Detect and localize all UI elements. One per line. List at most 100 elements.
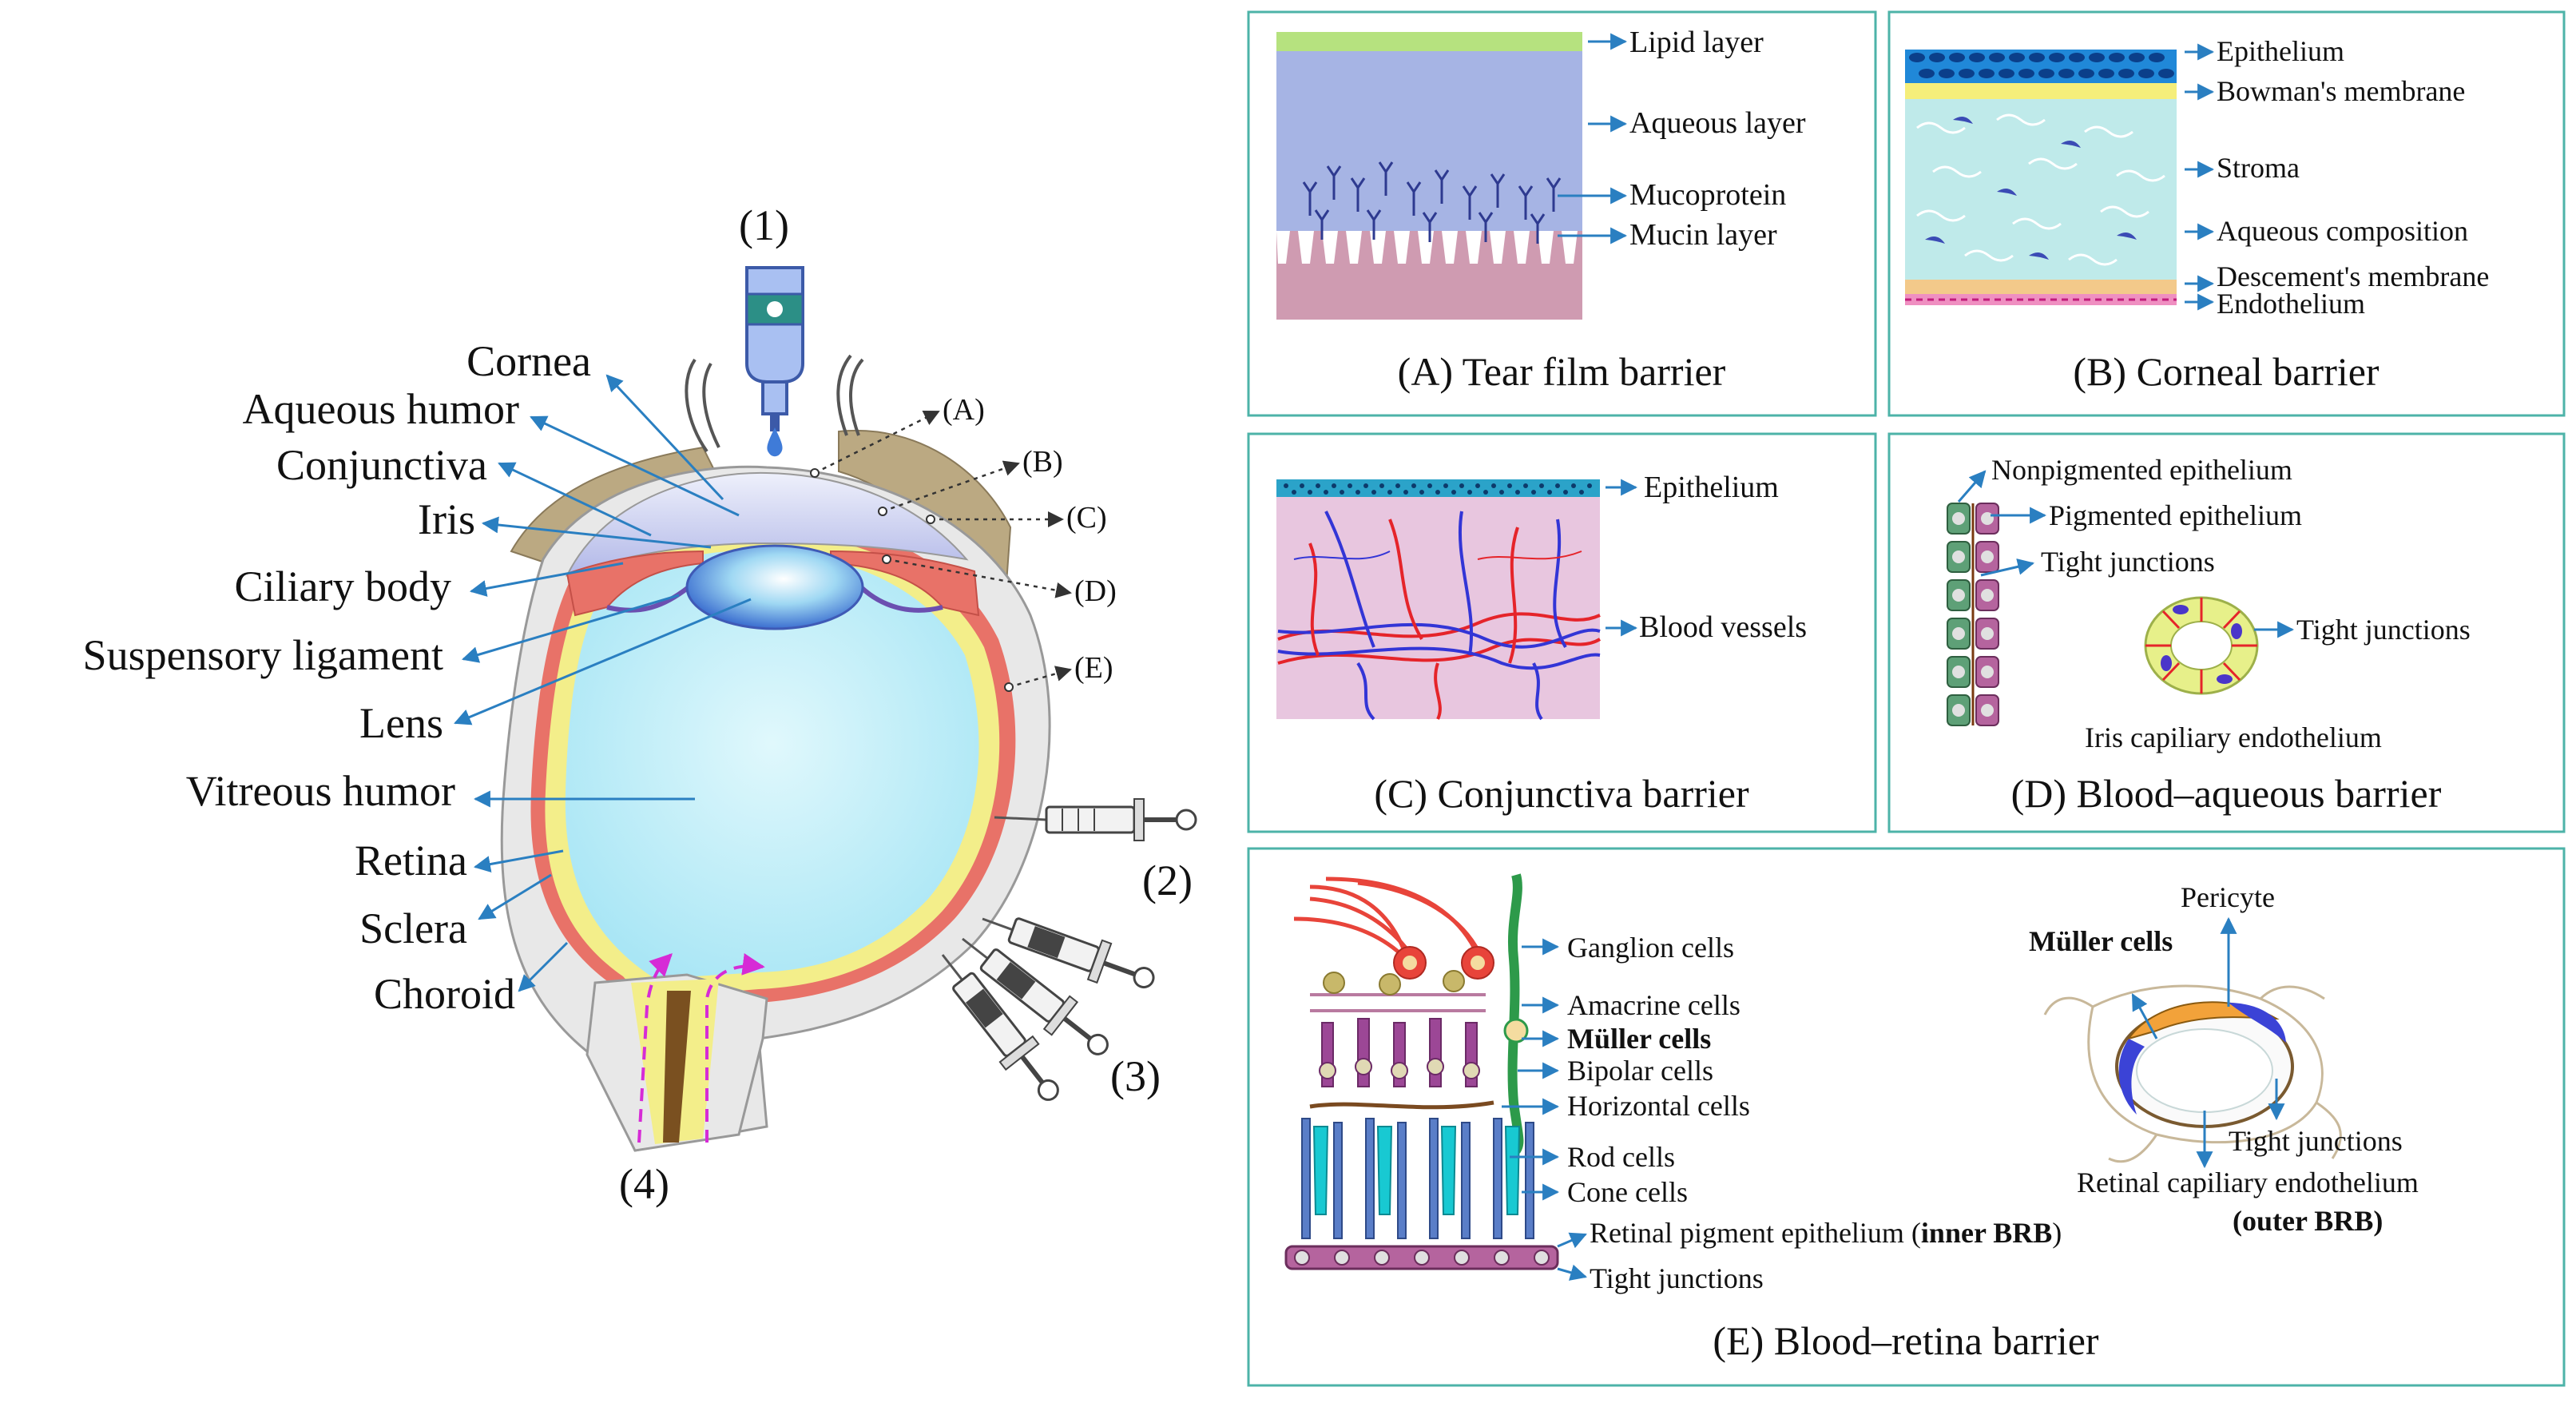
epithelium-c-dots: [1284, 483, 1592, 495]
label-tight-junctions-e1: Tight junctions: [1590, 1262, 1764, 1294]
callout-lines: [814, 410, 1072, 689]
label-rpe-text: Retinal pigment epithelium (: [1590, 1217, 1921, 1249]
descemets-membrane: [1905, 280, 2177, 294]
route-4-path-right: [705, 952, 765, 1143]
optic-nerve-core: [663, 991, 691, 1143]
label-cone-cells: Cone cells: [1567, 1176, 1688, 1208]
label-aqueous-composition: Aqueous composition: [2217, 215, 2468, 247]
eyelash-right-2: [848, 358, 864, 436]
amacrine-cells: [1323, 970, 1465, 996]
label-rod-cells: Rod cells: [1567, 1141, 1675, 1173]
mucin-layer: [1276, 231, 1582, 320]
label-muller-cells: Müller cells: [1567, 1023, 1711, 1055]
label-pericyte: Pericyte: [2181, 881, 2275, 913]
label-inner-brb: inner BRB: [1921, 1217, 2052, 1249]
stroma-keratocytes: [1925, 117, 2137, 260]
syringe-periocular-3: [941, 954, 1059, 1101]
panel-tear-film: Lipid layer Aqueous layer Mucoprotein Mu…: [1247, 10, 1877, 417]
callout-dot-c: [926, 515, 935, 524]
rpe-cells: [1284, 1245, 1559, 1270]
label-conjunctiva: Conjunctiva: [276, 441, 487, 489]
label-horizontal-cells: Horizontal cells: [1567, 1090, 1750, 1122]
label-aqueous-layer: Aqueous layer: [1629, 106, 1806, 140]
panel-e-border: [1247, 847, 2566, 1387]
ganglion-fibers: [1293, 876, 1484, 960]
label-choroid: Choroid: [374, 970, 515, 1018]
label-sclera: Sclera: [359, 904, 467, 952]
callout-label-a: (A): [943, 393, 985, 427]
callout-label-d: (D): [1074, 574, 1117, 608]
label-iris-capillary-endothelium: Iris capiliary endothelium: [2085, 721, 2382, 753]
label-bowmans-membrane: Bowman's membrane: [2217, 75, 2465, 107]
panel-c-title: (C) Conjunctiva barrier: [1374, 771, 1749, 816]
label-bipolar-cells: Bipolar cells: [1567, 1055, 1713, 1087]
panel-blood-aqueous: Nonpigmented epithelium Pigmented epithe…: [1887, 432, 2566, 833]
epithelium-b-cells: [1909, 53, 2174, 78]
label-amacrine-cells: Amacrine cells: [1567, 989, 1740, 1021]
callout-label-c: (C): [1066, 501, 1107, 535]
lipid-layer: [1276, 32, 1582, 51]
ciliary-body-right: [830, 550, 980, 617]
aqueous-layer: [1276, 51, 1582, 231]
anatomy-arrows: [454, 374, 752, 992]
blood-vessels: [1277, 511, 1602, 721]
label-epithelium-b: Epithelium: [2217, 35, 2344, 67]
label-rpe: Retinal pigment epithelium (inner BRB): [1590, 1217, 2062, 1249]
label-muller-cells-2: Müller cells: [2029, 925, 2173, 957]
panel-blood-retina: Ganglion cells Amacrine cells Müller cel…: [1247, 847, 2566, 1387]
callout-dot-d: [882, 554, 891, 564]
eyelash-left-2: [702, 362, 720, 448]
panel-a-border: [1247, 10, 1877, 417]
panel-b-border: [1887, 10, 2566, 417]
label-pigmented-epithelium: Pigmented epithelium: [2049, 499, 2302, 531]
panel-a-title: (A) Tear film barrier: [1398, 349, 1726, 394]
callout-label-b: (B): [1022, 445, 1063, 479]
eye-drop-bottle: [745, 266, 804, 457]
panel-b-title: (B) Corneal barrier: [2073, 349, 2380, 394]
retina-cell-layers: [1284, 873, 1559, 1270]
panel-corneal: Epithelium Bowman's membrane Stroma Aque…: [1887, 10, 2566, 417]
label-endothelium-b: Endothelium: [2217, 288, 2365, 320]
route-label-3: (3): [1110, 1052, 1161, 1100]
label-rpe-close: ): [2052, 1217, 2062, 1249]
horizontal-cells: [1309, 1100, 1494, 1110]
label-vitreous-humor: Vitreous humor: [186, 767, 455, 815]
muller-cell: [1507, 873, 1524, 1154]
iris-capillary: [2144, 596, 2259, 695]
syringe-intravitreal: [994, 798, 1197, 841]
label-iris: Iris: [418, 495, 475, 543]
bowmans-membrane: [1905, 83, 2177, 99]
stroma: [1905, 99, 2177, 280]
route-label-2: (2): [1142, 857, 1193, 904]
label-descemets-membrane: Descement's membrane: [2217, 260, 2489, 292]
callout-dot-a: [810, 468, 820, 478]
lens: [685, 544, 864, 630]
label-nonpigmented-epithelium: Nonpigmented epithelium: [1991, 454, 2292, 486]
syringe-periocular-1: [982, 917, 1155, 989]
vitreous-humor: [565, 550, 979, 979]
panel-d-title: (D) Blood–aqueous barrier: [2011, 771, 2442, 816]
callout-dot-e: [1004, 682, 1014, 692]
label-outer-brb: (outer BRB): [2233, 1205, 2383, 1237]
label-suspensory-ligament: Suspensory ligament: [83, 631, 443, 679]
callout-dot-b: [878, 507, 887, 516]
retinal-capillary: [2043, 984, 2342, 1163]
ciliary-epithelium-cells: [1947, 503, 1999, 726]
syringe-periocular-2: [962, 937, 1109, 1055]
label-cornea: Cornea: [466, 337, 591, 385]
mucoprotein: [1302, 161, 1562, 244]
inner-plexiform: [1310, 993, 1486, 1012]
route-4-path-left: [637, 953, 673, 1143]
label-mucin-layer: Mucin layer: [1629, 218, 1777, 252]
label-tight-junctions-d1: Tight junctions: [2041, 546, 2215, 578]
label-ciliary-body: Ciliary body: [235, 562, 451, 610]
label-epithelium-c: Epithelium: [1644, 471, 1779, 504]
label-mucoprotein: Mucoprotein: [1629, 178, 1786, 212]
conjunctiva-tissue: [1276, 497, 1600, 719]
photoreceptors: [1301, 1118, 1534, 1239]
eyelash-right: [836, 354, 852, 436]
label-lens: Lens: [359, 699, 443, 747]
panel-conjunctiva: Epithelium Blood vessels (C) Conjunctiva…: [1247, 432, 1877, 833]
